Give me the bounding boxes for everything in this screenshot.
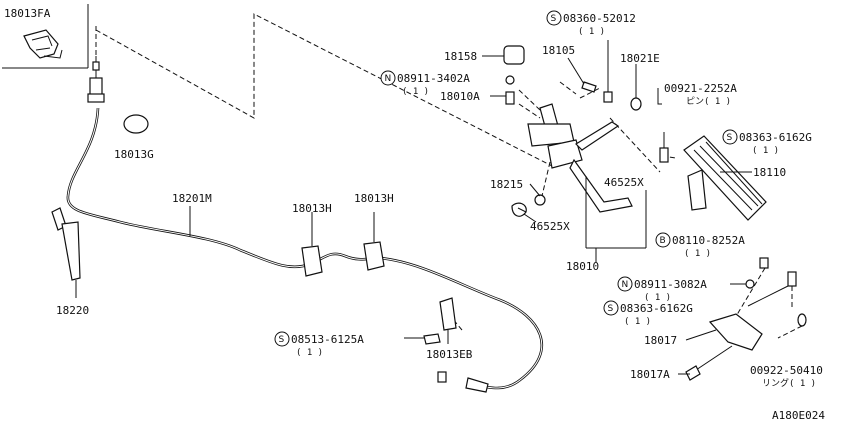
screw-symbol-1	[546, 10, 562, 26]
nut-symbol-2	[617, 276, 633, 292]
label-18215: 18215	[490, 178, 523, 191]
label-08911-3082A: 08911-3082A	[634, 278, 707, 291]
screw-symbol-2	[722, 129, 738, 145]
label-18013H-a: 18013H	[292, 202, 332, 215]
grommet-18013G: 18013G	[114, 114, 154, 161]
label-18021E: 18021E	[620, 52, 660, 65]
label-08360: 08360-52012	[563, 12, 636, 25]
label-08513: 08513-6125A	[291, 333, 364, 346]
label-08110-qty: ( 1 )	[684, 249, 711, 259]
label-18013H-b: 18013H	[354, 192, 394, 205]
label-08363-b-qty: ( 1 )	[624, 317, 651, 327]
svg-text:B: B	[660, 236, 666, 246]
symbol-circles: S N S B N S S	[274, 10, 738, 347]
label-08363-a-qty: ( 1 )	[752, 146, 779, 156]
label-18010: 18010	[566, 260, 599, 273]
bolt-symbol-1	[655, 232, 671, 248]
label-18010A: 18010A	[440, 90, 480, 103]
svg-text:S: S	[279, 335, 285, 345]
label-00922: 00922-50410	[750, 364, 823, 377]
label-18158: 18158	[444, 50, 477, 63]
label-08911-3082A-qty: ( 1 )	[644, 293, 671, 303]
label-18013G: 18013G	[114, 148, 154, 161]
label-18220: 18220	[56, 304, 89, 317]
bracket-18220: 18220	[51, 207, 89, 317]
label-08911-3402A-qty: ( 1 )	[402, 87, 429, 97]
label-08513-qty: ( 1 )	[296, 348, 323, 358]
nut-symbol-1	[380, 70, 396, 86]
part-labels: 08360-52012 ( 1 ) 18158 18105 18021E 089…	[172, 12, 825, 422]
label-08360-qty: ( 1 )	[578, 27, 605, 37]
guide-lines	[95, 13, 803, 339]
label-18201M: 18201M	[172, 192, 212, 205]
label-18017A: 18017A	[630, 368, 670, 381]
label-18013EB: 18013EB	[426, 348, 473, 361]
lever-assembly-18010	[503, 40, 662, 249]
accelerator-cable-18201M	[66, 56, 543, 393]
label-08911-3402A: 08911-3402A	[397, 72, 470, 85]
diagram-code: A180E024	[772, 409, 825, 422]
screw-symbol-4	[274, 331, 290, 347]
svg-text:N: N	[385, 74, 392, 84]
label-00922-qty: リング( 1 )	[762, 377, 816, 389]
label-08363-a: 08363-6162G	[739, 131, 812, 144]
label-00921-qty: ピン( 1 )	[686, 96, 731, 107]
svg-text:S: S	[551, 14, 557, 24]
clamp-18013EB	[404, 297, 457, 345]
label-46525X-a: 46525X	[604, 176, 644, 189]
label-18017: 18017	[644, 334, 677, 347]
label-18110: 18110	[753, 166, 786, 179]
pedal-18110	[659, 132, 767, 221]
svg-text:S: S	[608, 304, 614, 314]
svg-text:S: S	[727, 133, 733, 143]
bracket-18017	[685, 257, 807, 381]
screw-symbol-3	[603, 300, 619, 316]
label-18013FA: 18013FA	[4, 7, 51, 20]
label-46525X-b: 46525X	[530, 220, 570, 233]
label-08363-b: 08363-6162G	[620, 302, 693, 315]
label-18105: 18105	[542, 44, 575, 57]
label-08110: 08110-8252A	[672, 234, 745, 247]
svg-text:N: N	[622, 280, 629, 290]
clamp-18013H-a	[301, 212, 323, 277]
inset-box: 18013FA	[2, 4, 89, 69]
clip-18013FA-part	[23, 29, 63, 59]
clamp-18013H-b	[363, 212, 385, 271]
label-00921: 00921-2252A	[664, 82, 737, 95]
